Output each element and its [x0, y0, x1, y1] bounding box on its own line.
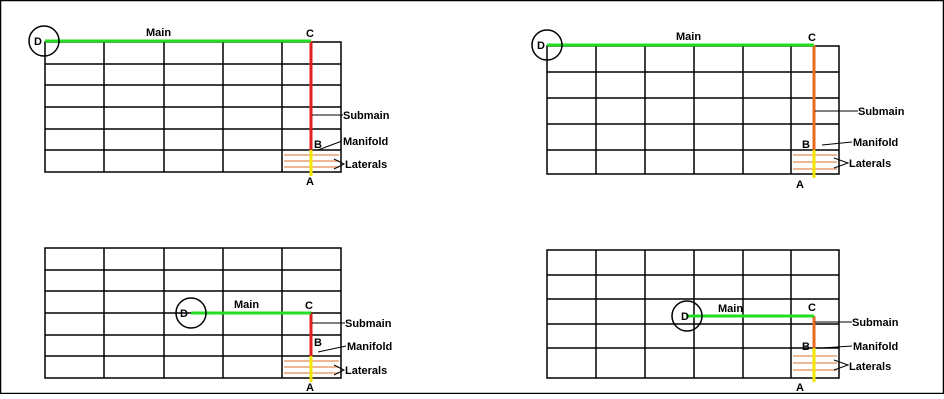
- point-a-label: A: [796, 382, 804, 394]
- point-a-label: A: [306, 176, 314, 188]
- point-d-label: D: [537, 40, 545, 52]
- panel-top-left: D C B A Main Submain Manifold Laterals: [28, 25, 390, 188]
- panel-bottom-right: D C B A Main Submain Manifold Laterals: [546, 249, 899, 394]
- point-b-label: B: [802, 341, 810, 353]
- point-a-label: A: [306, 382, 314, 394]
- water-source-circle: [28, 25, 60, 57]
- field-grid: [546, 45, 840, 175]
- water-source-circle: [671, 300, 703, 332]
- manifold-label: Manifold: [343, 136, 388, 148]
- laterals-label: Laterals: [849, 158, 891, 170]
- main-label: Main: [676, 31, 701, 43]
- water-source-circle: [531, 29, 563, 61]
- main-label: Main: [234, 299, 259, 311]
- field-grid: [44, 247, 342, 379]
- point-c-label: C: [808, 32, 816, 44]
- manifold-label: Manifold: [347, 341, 392, 353]
- point-c-label: C: [305, 300, 313, 312]
- point-b-label: B: [314, 139, 322, 151]
- laterals-label: Laterals: [345, 365, 387, 377]
- point-d-label: D: [180, 308, 188, 320]
- manifold-label: Manifold: [853, 341, 898, 353]
- laterals-label: Laterals: [849, 361, 891, 373]
- point-d-label: D: [34, 36, 42, 48]
- submain-label: Submain: [858, 106, 905, 118]
- field-grid: [44, 41, 342, 173]
- main-label: Main: [718, 303, 743, 315]
- point-a-label: A: [796, 179, 804, 191]
- point-c-label: C: [306, 28, 314, 40]
- point-b-label: B: [802, 139, 810, 151]
- laterals-label: Laterals: [345, 159, 387, 171]
- submain-label: Submain: [343, 110, 390, 122]
- panel-bottom-left: D C B A Main Submain Manifold Laterals: [44, 247, 392, 394]
- panel-top-right: D C B A Main Submain Manifold Laterals: [531, 29, 905, 191]
- field-grid: [546, 249, 840, 379]
- water-source-circle: [175, 297, 207, 329]
- submain-label: Submain: [345, 318, 392, 330]
- point-d-label: D: [681, 311, 689, 323]
- manifold-label: Manifold: [853, 137, 898, 149]
- point-c-label: C: [808, 302, 816, 314]
- submain-label: Submain: [852, 317, 899, 329]
- point-b-label: B: [314, 337, 322, 349]
- main-label: Main: [146, 27, 171, 39]
